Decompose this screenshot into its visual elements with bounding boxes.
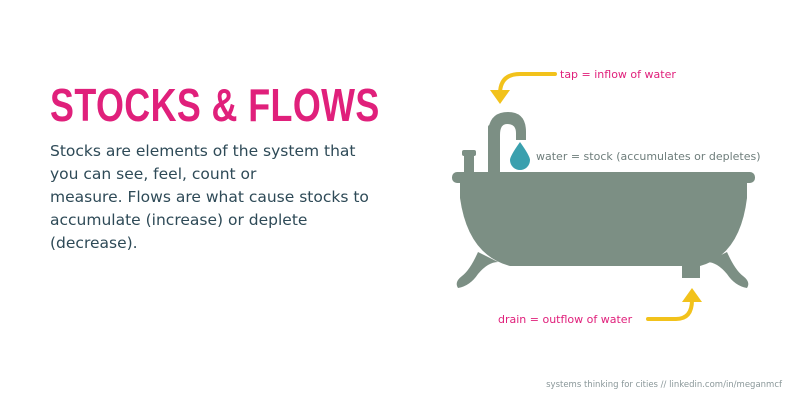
description-line: you can see, feel, count or: [50, 165, 257, 183]
tap-label: tap = inflow of water: [560, 68, 676, 81]
water-label: water = stock (accumulates or depletes): [536, 150, 761, 163]
description-line: accumulate (increase) or deplete: [50, 211, 308, 229]
outflow-arrow: [646, 298, 694, 321]
description: Stocks are elements of the system that y…: [50, 140, 390, 255]
description-line: Stocks are elements of the system that: [50, 142, 356, 160]
bathtub-icon: [452, 172, 755, 288]
outflow-arrowhead: [682, 288, 702, 302]
drain-label: drain = outflow of water: [498, 313, 633, 326]
description-line: measure. Flows are what cause stocks to: [50, 188, 369, 206]
page-title: STOCKS & FLOWS: [50, 79, 380, 131]
faucet-icon: [462, 112, 526, 175]
water-drop-icon: [510, 142, 530, 170]
description-line: (decrease).: [50, 234, 138, 252]
credit-text: systems thinking for cities // linkedin.…: [546, 380, 782, 390]
inflow-arrowhead: [490, 90, 510, 104]
